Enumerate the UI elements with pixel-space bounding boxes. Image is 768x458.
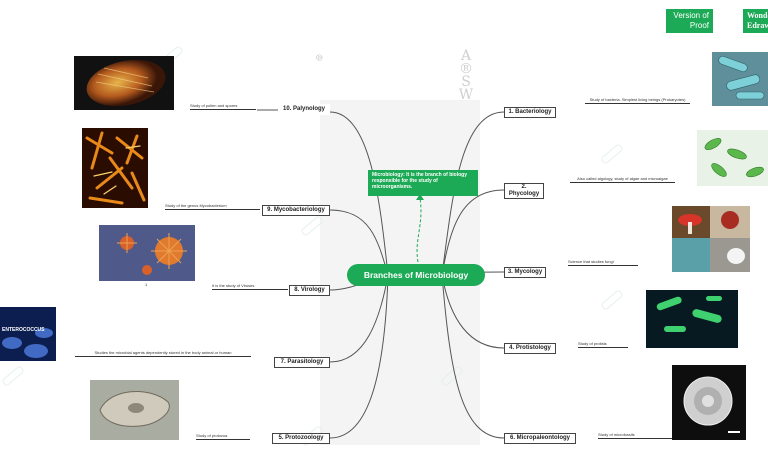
topic-protistology[interactable]: 4. Protistology: [504, 343, 556, 354]
topic-label: 4. Protistology: [509, 345, 551, 351]
brand-watermark-label: Wondershare Edraw: [747, 11, 768, 30]
topic-bacteriology[interactable]: 1. Bacteriology: [504, 107, 556, 118]
definition-note-text: Microbiology: It is the branch of biolog…: [372, 172, 467, 190]
description-text: Study of the genus Mycobacterium: [165, 203, 227, 208]
parasite-illustration: [2, 328, 53, 358]
description-parasitology: Studies the microbial agents dependently…: [75, 350, 251, 357]
protozoa-illustration: [99, 391, 170, 427]
protists-illustration: [656, 296, 722, 332]
protozoa-image: [90, 380, 179, 440]
virus-image-caption: 1: [145, 282, 148, 287]
description-text: Study of microfossils: [598, 432, 635, 437]
description-protozoology: Study of protozoa: [196, 433, 250, 440]
connector-protistology: [441, 274, 505, 349]
topic-label: 3. Mycology: [507, 269, 543, 275]
brand-watermark: Wondershare Edraw: [743, 9, 768, 33]
topic-label: 5. Protozoology: [278, 435, 324, 441]
topic-palynology[interactable]: 10. Palynology: [278, 104, 330, 115]
topic-mycobacteriology[interactable]: 9. Mycobacteriology: [262, 205, 330, 216]
topic-phycology[interactable]: 2. Phycology: [504, 183, 544, 199]
description-palynology: Study of pollen and spores: [190, 103, 256, 110]
central-topic[interactable]: Branches of Microbiology: [347, 264, 485, 286]
topic-label: 10. Palynology: [282, 106, 325, 112]
definition-note[interactable]: Microbiology: It is the branch of biolog…: [368, 170, 478, 196]
version-watermark: Version of Proof: [666, 9, 713, 33]
topic-protozoology[interactable]: 5. Protozoology: [272, 433, 330, 444]
connector-micropaleontology: [441, 274, 505, 439]
description-protistology: Study of protists: [578, 341, 628, 348]
description-micropaleontology: Study of microfossils: [598, 432, 674, 439]
description-mycobacteriology: Study of the genus Mycobacterium: [165, 203, 260, 210]
topic-parasitology[interactable]: 7. Parasitology: [274, 357, 330, 368]
algae-illustration: [704, 138, 764, 178]
connector-parasitology: [329, 274, 389, 363]
watermark-letter: S: [461, 74, 471, 90]
topic-label: 7. Parasitology: [280, 359, 324, 365]
connector-phycology: [441, 189, 505, 276]
bacteria-image: [712, 52, 768, 106]
connector-bacteriology: [441, 111, 505, 276]
topic-mycology[interactable]: 3. Mycology: [504, 267, 546, 278]
topic-label: 8. Virology: [294, 287, 325, 293]
watermark-letter: W: [458, 87, 474, 103]
mycobacteria-image: [82, 128, 148, 208]
note-connector: [416, 197, 422, 263]
description-text: Study of protists: [578, 341, 607, 346]
vertical-watermark: A ® S W: [457, 48, 475, 103]
topic-label: 6. Micropaleontology: [509, 435, 570, 441]
description-phycology: Also called algology, study of algae and…: [570, 176, 675, 183]
fungi-image: [672, 206, 750, 272]
pollen-illustration: [86, 59, 166, 107]
parasite-image-text: ENTEROCOCCUS: [2, 327, 45, 333]
description-mycology: Science that studies fungi: [568, 259, 638, 266]
virus-image: [99, 225, 195, 281]
fungi-illustration: [672, 206, 750, 272]
description-text: Science that studies fungi: [568, 259, 614, 264]
connector-protozoology: [329, 274, 389, 439]
note-arrow-icon: [416, 194, 424, 200]
topic-label: 9. Mycobacteriology: [267, 207, 325, 213]
mycobacteria-illustration: [85, 131, 146, 205]
description-text: Study of pollen and spores: [190, 103, 238, 108]
protists-image: [646, 290, 738, 348]
description-text: Also called algology, study of algae and…: [577, 176, 668, 181]
description-text: Study of bacteria. Simplest living being…: [589, 97, 686, 102]
topic-micropaleontology[interactable]: 6. Micropaleontology: [504, 433, 576, 444]
topic-label: 1. Bacteriology: [508, 109, 552, 115]
topic-virology[interactable]: 8. Virology: [289, 285, 330, 296]
description-text: It is the study of Viruses: [212, 283, 255, 288]
central-topic-label: Branches of Microbiology: [363, 270, 469, 280]
pollen-image: [74, 56, 174, 110]
watermark-letter: A: [460, 48, 472, 64]
description-text: Study of protozoa: [196, 433, 228, 438]
description-virology: It is the study of Viruses: [212, 283, 288, 290]
description-text: Studies the microbial agents dependently…: [94, 350, 232, 355]
description-bacteriology: Study of bacteria. Simplest living being…: [585, 97, 690, 104]
watermark-letter: ®: [459, 61, 473, 77]
virus-illustration: [117, 233, 187, 275]
bacteria-illustration: [718, 55, 765, 100]
parasite-image: ENTEROCOCCUS: [0, 307, 56, 361]
version-watermark-label: Version of Proof: [673, 11, 709, 30]
algae-image: [697, 130, 768, 186]
microfossil-image: [672, 365, 746, 440]
topic-label: 2. Phycology: [508, 184, 540, 197]
microfossil-illustration: [683, 376, 740, 433]
connector-palynology: [329, 111, 389, 276]
